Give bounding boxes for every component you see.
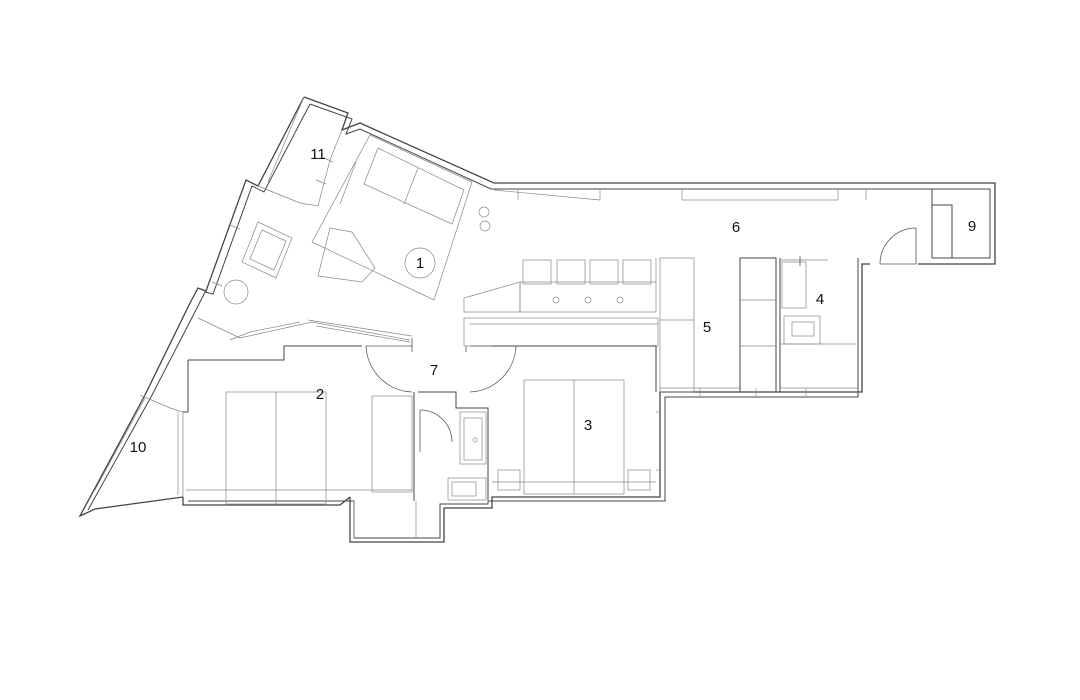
room-labels: 1 2 3 4 5 6 7 9 10 11 <box>130 146 977 456</box>
label-hall-7: 7 <box>430 362 438 379</box>
label-living: 1 <box>416 255 424 272</box>
kitchen-5 <box>659 257 777 396</box>
label-terrace-10: 10 <box>130 439 147 456</box>
label-kitchen-5: 5 <box>703 319 711 336</box>
label-corridor-6: 6 <box>732 219 740 236</box>
bedroom-3 <box>492 345 660 495</box>
balcony-11 <box>257 96 343 207</box>
bathroom-4 <box>779 256 858 396</box>
label-bathroom-4: 4 <box>816 291 824 308</box>
living-room <box>197 134 867 343</box>
storage-9 <box>931 189 953 258</box>
label-balcony-11: 11 <box>310 146 326 163</box>
label-bedroom-2: 2 <box>316 386 324 403</box>
terrace-10 <box>94 394 184 497</box>
label-storage-9: 9 <box>968 218 976 235</box>
small-bathroom <box>418 391 489 501</box>
kitchen-counter <box>463 258 659 347</box>
door-storage <box>879 227 917 265</box>
bedroom-2 <box>183 345 417 538</box>
label-bedroom-3: 3 <box>584 417 592 434</box>
